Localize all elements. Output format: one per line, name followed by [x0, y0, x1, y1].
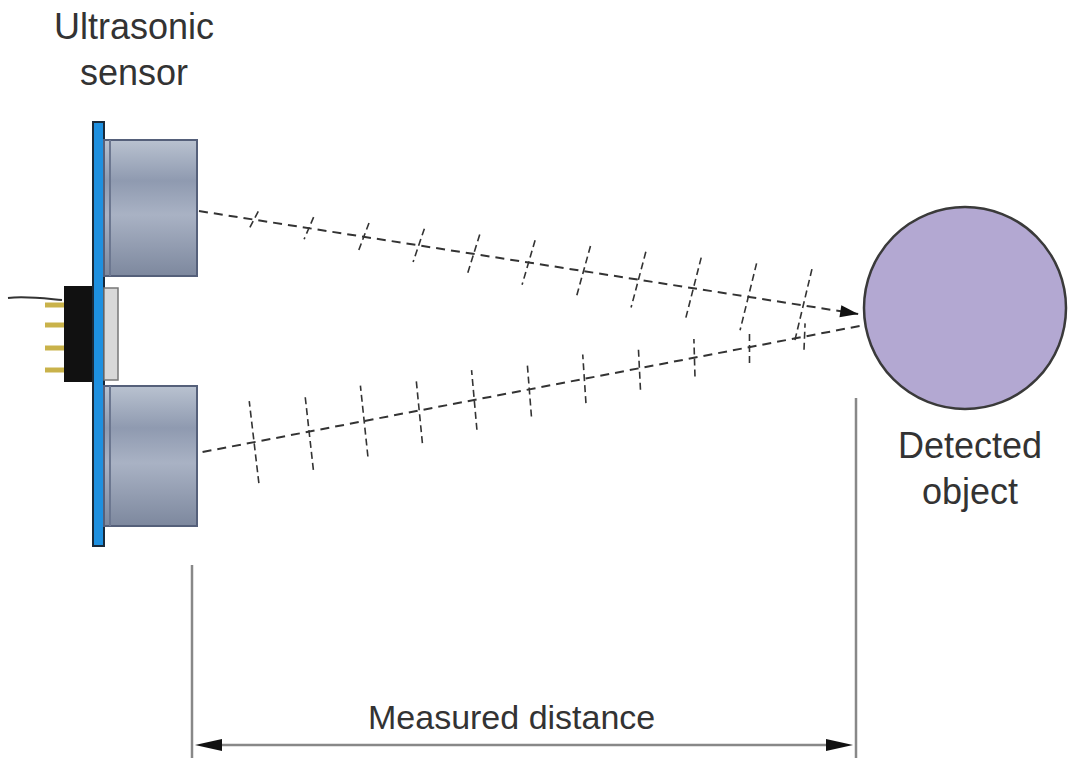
- dimension-label: Measured distance: [362, 697, 661, 737]
- object-label: Detected object: [870, 423, 1070, 515]
- receiver: [104, 386, 197, 526]
- sensor-node: Ultrasonic sensor: [93, 122, 197, 546]
- circle-shape: [862, 205, 1068, 411]
- arrow-head: [826, 739, 853, 751]
- transmitter: [104, 140, 197, 276]
- crystal: [104, 288, 118, 380]
- circuit-board: [93, 122, 104, 546]
- dimension-line: [192, 398, 856, 758]
- arrow-head: [195, 739, 222, 751]
- header-pins: [45, 305, 66, 370]
- sound-wave: [199, 323, 860, 483]
- sensor-label: Ultrasonic sensor: [14, 4, 254, 96]
- sound-wave: [199, 211, 858, 342]
- pin-header: [64, 286, 94, 382]
- object-circle: Detected object: [862, 205, 1068, 411]
- wire: [8, 297, 62, 300]
